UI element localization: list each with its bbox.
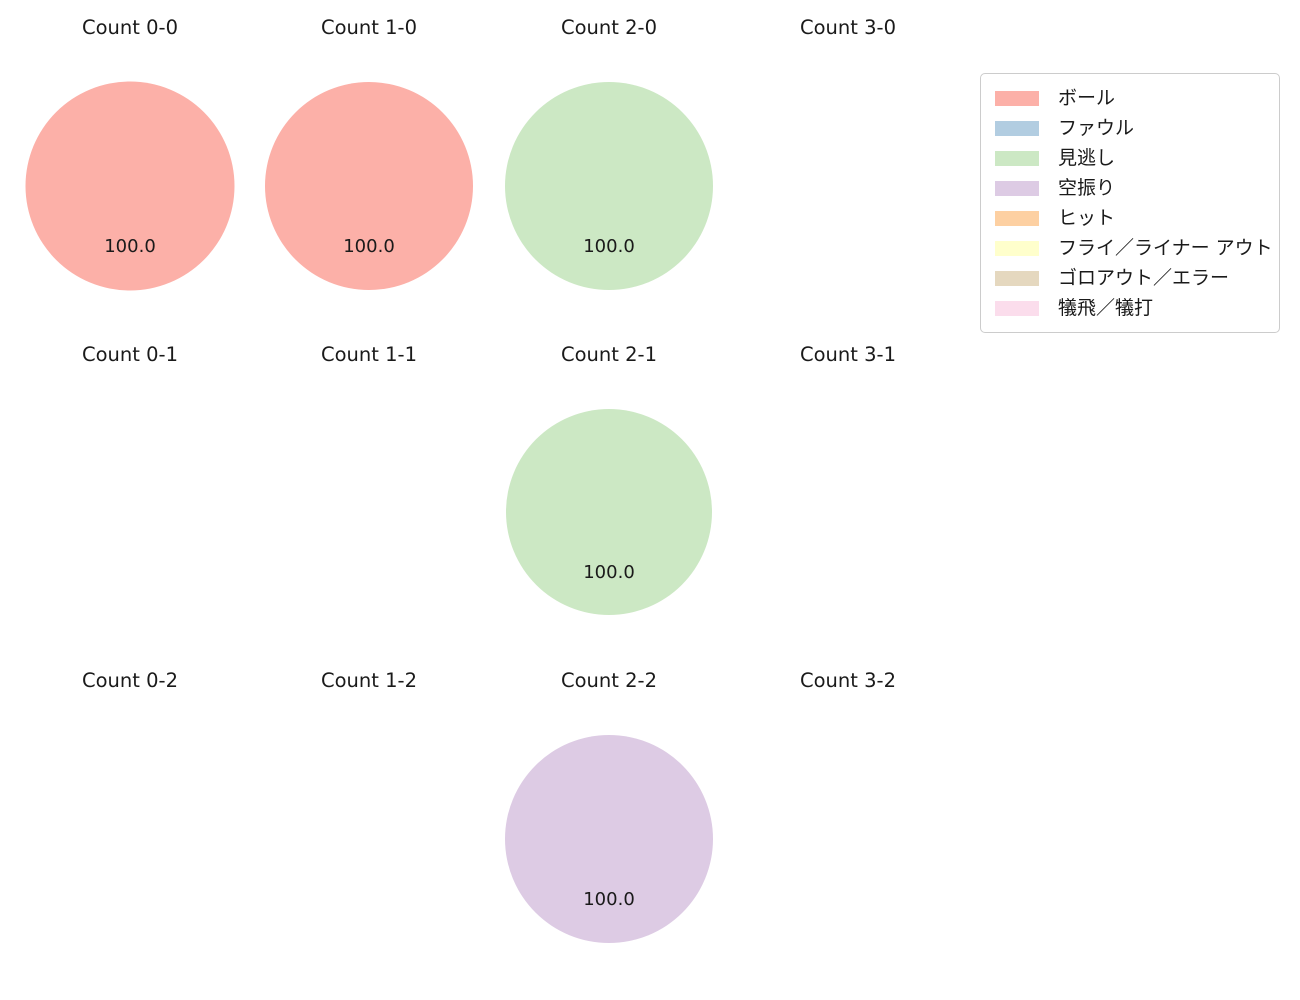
count-panel-title: Count 3-1 <box>800 343 896 366</box>
bubble-area: 100.0 <box>249 38 489 334</box>
bubble-area: 100.0 <box>10 38 250 334</box>
bubble-area: 100.0 <box>489 364 729 660</box>
count-panel-title: Count 0-0 <box>82 16 178 39</box>
count-panel-count-0-1: Count 0-1 <box>10 345 250 671</box>
legend-item[interactable]: 犠飛／犠打 <box>995 293 1267 323</box>
legend-item-label: ファウル <box>1058 116 1135 139</box>
legend-swatch-icon <box>995 300 1039 316</box>
legend-swatch-icon <box>995 270 1039 286</box>
count-panel-title: Count 2-1 <box>561 343 657 366</box>
count-panel-title: Count 1-1 <box>321 343 417 366</box>
legend-item[interactable]: ファウル <box>995 113 1267 143</box>
legend-item[interactable]: ゴロアウト／エラー <box>995 263 1267 293</box>
legend-swatch-icon <box>995 210 1039 226</box>
bubble-count-2-1[interactable] <box>506 409 712 615</box>
legend-item[interactable]: フライ／ライナー アウト <box>995 233 1273 263</box>
count-panel-title: Count 1-2 <box>321 669 417 692</box>
legend-item-label: フライ／ライナー アウト <box>1058 236 1273 259</box>
count-panel-title: Count 3-2 <box>800 669 896 692</box>
bubble-value-label: 100.0 <box>583 562 635 583</box>
count-panel-title: Count 1-0 <box>321 16 417 39</box>
chart-legend: ボールファウル見逃し空振りヒットフライ／ライナー アウトゴロアウト／エラー犠飛／… <box>980 73 1280 333</box>
count-panel-count-1-2: Count 1-2 <box>249 671 489 997</box>
count-panel-count-2-0: Count 2-0 100.0 <box>489 18 729 344</box>
count-panel-count-3-2: Count 3-2 <box>728 671 968 997</box>
bubble-count-2-0[interactable] <box>505 82 713 290</box>
legend-item[interactable]: 空振り <box>995 173 1267 203</box>
legend-swatch-icon <box>995 180 1039 196</box>
bubble-count-1-0[interactable] <box>265 82 473 290</box>
bubble-value-label: 100.0 <box>104 236 156 257</box>
legend-item-label: 空振り <box>1058 176 1116 199</box>
legend-item[interactable]: ヒット <box>995 203 1267 233</box>
legend-item-label: 見逃し <box>1058 146 1116 169</box>
count-panel-title: Count 2-0 <box>561 16 657 39</box>
count-panel-count-2-2: Count 2-2 100.0 <box>489 671 729 997</box>
count-panel-title: Count 2-2 <box>561 669 657 692</box>
legend-item-label: ゴロアウト／エラー <box>1058 266 1230 289</box>
bubble-area <box>728 364 968 660</box>
count-panel-title: Count 0-1 <box>82 343 178 366</box>
count-panel-count-2-1: Count 2-1 100.0 <box>489 345 729 671</box>
bubble-area <box>249 364 489 660</box>
legend-item-label: ヒット <box>1058 206 1116 229</box>
count-panel-count-3-0: Count 3-0 <box>728 18 968 344</box>
legend-swatch-icon <box>995 240 1039 256</box>
count-panel-title: Count 3-0 <box>800 16 896 39</box>
bubble-area <box>10 691 250 987</box>
bubble-area <box>728 38 968 334</box>
count-panel-count-1-1: Count 1-1 <box>249 345 489 671</box>
bubble-area <box>10 364 250 660</box>
legend-swatch-icon <box>995 90 1039 106</box>
legend-item[interactable]: 見逃し <box>995 143 1267 173</box>
count-panel-count-0-0: Count 0-0 100.0 <box>10 18 250 344</box>
count-panel-title: Count 0-2 <box>82 669 178 692</box>
bubble-area <box>249 691 489 987</box>
bubble-area: 100.0 <box>489 38 729 334</box>
legend-item-label: 犠飛／犠打 <box>1058 296 1154 319</box>
count-panel-count-3-1: Count 3-1 <box>728 345 968 671</box>
count-panel-count-0-2: Count 0-2 <box>10 671 250 997</box>
bubble-area: 100.0 <box>489 691 729 987</box>
legend-swatch-icon <box>995 120 1039 136</box>
bubble-value-label: 100.0 <box>583 889 635 910</box>
legend-item-label: ボール <box>1058 86 1116 109</box>
bubble-count-0-0[interactable] <box>25 81 235 291</box>
count-panel-count-1-0: Count 1-0 100.0 <box>249 18 489 344</box>
bubble-value-label: 100.0 <box>583 236 635 257</box>
bubble-area <box>728 691 968 987</box>
legend-swatch-icon <box>995 150 1039 166</box>
legend-item[interactable]: ボール <box>995 83 1267 113</box>
bubble-value-label: 100.0 <box>343 236 395 257</box>
bubble-count-2-2[interactable] <box>505 735 713 943</box>
